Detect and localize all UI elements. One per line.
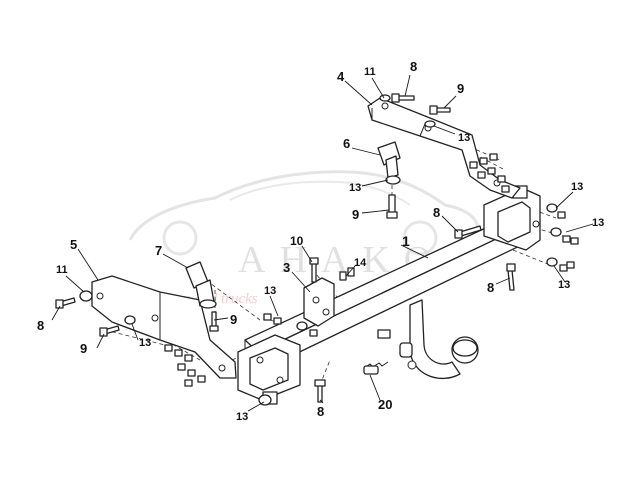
watermark-wheel-front xyxy=(162,220,198,256)
watermark-car-outline xyxy=(128,170,480,241)
callout-8b: 8 xyxy=(433,205,440,220)
callout-4: 4 xyxy=(337,69,345,84)
main-cross-beam xyxy=(237,185,541,405)
callout-13a: 13 xyxy=(458,132,470,144)
callout-9d: 9 xyxy=(230,312,237,327)
callout-3: 3 xyxy=(283,260,290,275)
callout-8e: 8 xyxy=(37,318,44,333)
callout-6: 6 xyxy=(343,136,350,151)
left-clamp-plate xyxy=(185,261,217,309)
callout-10: 10 xyxy=(290,234,304,248)
spring-connector xyxy=(363,361,389,375)
callout-13d: 13 xyxy=(592,217,604,229)
callout-7: 7 xyxy=(155,243,162,258)
callout-13e: 13 xyxy=(558,279,570,291)
callout-11b: 11 xyxy=(56,264,68,276)
tow-ball-hook xyxy=(377,299,479,379)
callout-leader-lines xyxy=(51,74,594,412)
callout-13b: 13 xyxy=(349,182,361,194)
callout-8d: 8 xyxy=(317,404,324,419)
callout-9c: 9 xyxy=(80,341,87,356)
callout-13f: 13 xyxy=(139,337,151,349)
center-plate xyxy=(303,277,335,327)
callout-13c: 13 xyxy=(571,181,583,193)
callout-14: 14 xyxy=(354,257,367,269)
callout-8a: 8 xyxy=(410,59,417,74)
callout-9b: 9 xyxy=(352,207,359,222)
callout-11a: 11 xyxy=(364,66,376,78)
mounting-plate-with-stud xyxy=(377,141,401,185)
callout-1: 1 xyxy=(402,233,410,249)
callout-5: 5 xyxy=(70,237,77,252)
callout-13g: 13 xyxy=(264,285,276,297)
watermark-car-window xyxy=(229,180,411,206)
hardware-fasteners xyxy=(55,93,579,406)
callout-8c: 8 xyxy=(487,280,494,295)
callout-20: 20 xyxy=(378,397,392,412)
callout-13h: 13 xyxy=(236,411,248,423)
callout-9a: 9 xyxy=(457,81,464,96)
